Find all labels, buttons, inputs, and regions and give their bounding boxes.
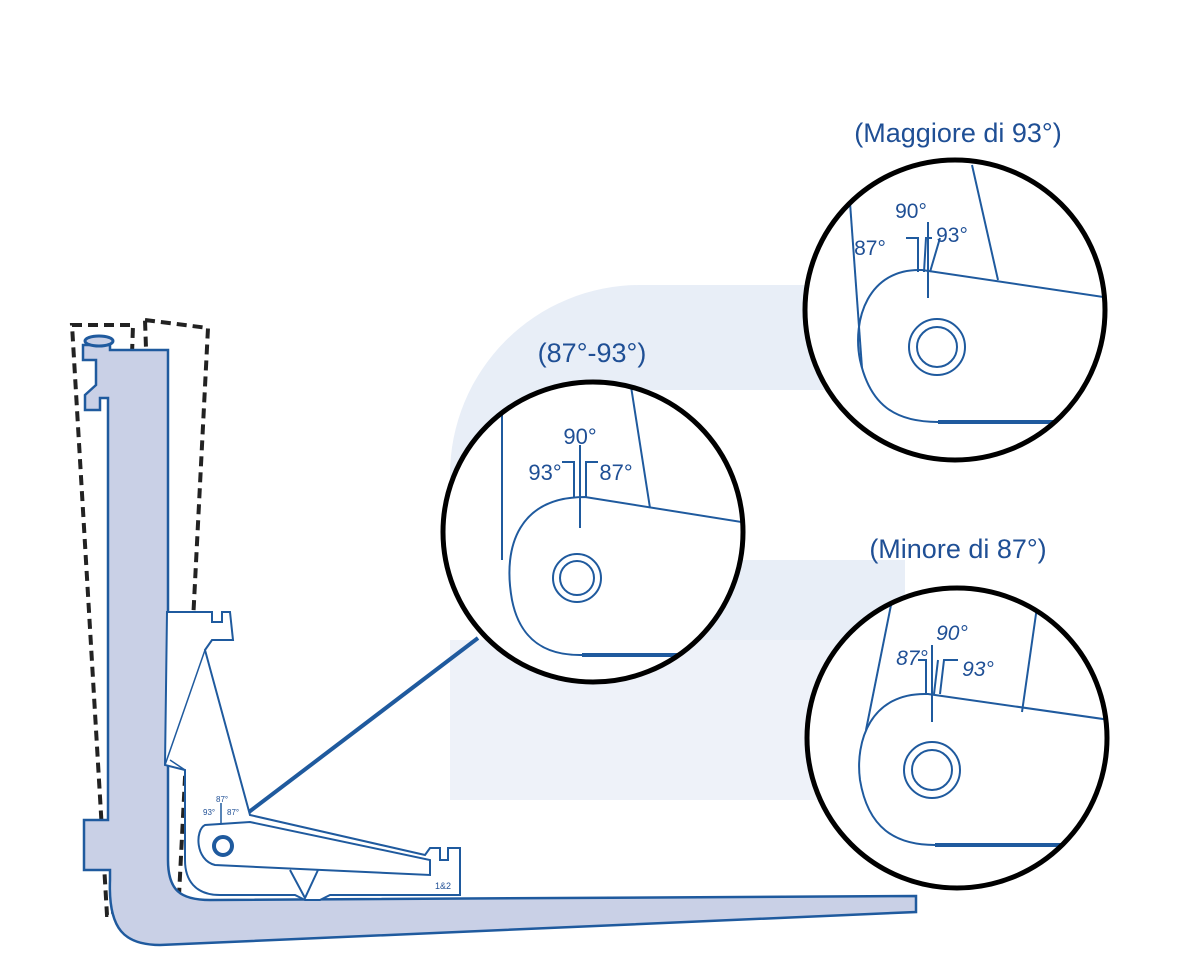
greater-angle-left: 87° (854, 237, 886, 260)
less-angle-right: 93° (962, 658, 994, 681)
fork-small-angle-left: 93° (203, 808, 215, 817)
correct-angle-left: 93° (528, 460, 561, 485)
zoom-circle-correct: 90° 93° 87° (440, 379, 746, 685)
less-angle-center: 90° (936, 622, 968, 645)
zoom-circle-greater: 90° 87° 93° (802, 157, 1108, 463)
fork-small-angle-right: 87° (227, 808, 239, 817)
less-range-label: (Minore di 87°) (869, 534, 1046, 564)
tilt-outline-left (69, 323, 136, 917)
gauge-arm (197, 820, 431, 877)
fork-drawing: 87° 93° 87° 1&2 (69, 317, 918, 947)
gauge-pivot (212, 835, 234, 857)
fork-small-angle-top: 87° (216, 795, 228, 804)
correct-range-label: (87°-93°) (538, 338, 647, 368)
greater-angle-center: 90° (895, 200, 927, 223)
greater-angle-right: 93° (936, 224, 968, 247)
correct-angle-center: 90° (563, 424, 596, 449)
greater-range-label: (Maggiore di 93°) (854, 118, 1061, 148)
fork-part-number: 1&2 (435, 881, 451, 891)
correct-angle-right: 87° (599, 460, 632, 485)
fork-body (81, 343, 918, 947)
less-angle-left: 87° (896, 647, 928, 670)
zoom-circle-less: 90° 87° 93° (804, 585, 1110, 891)
fork-top-hook (83, 334, 115, 348)
zoom-connector-line (243, 636, 480, 817)
